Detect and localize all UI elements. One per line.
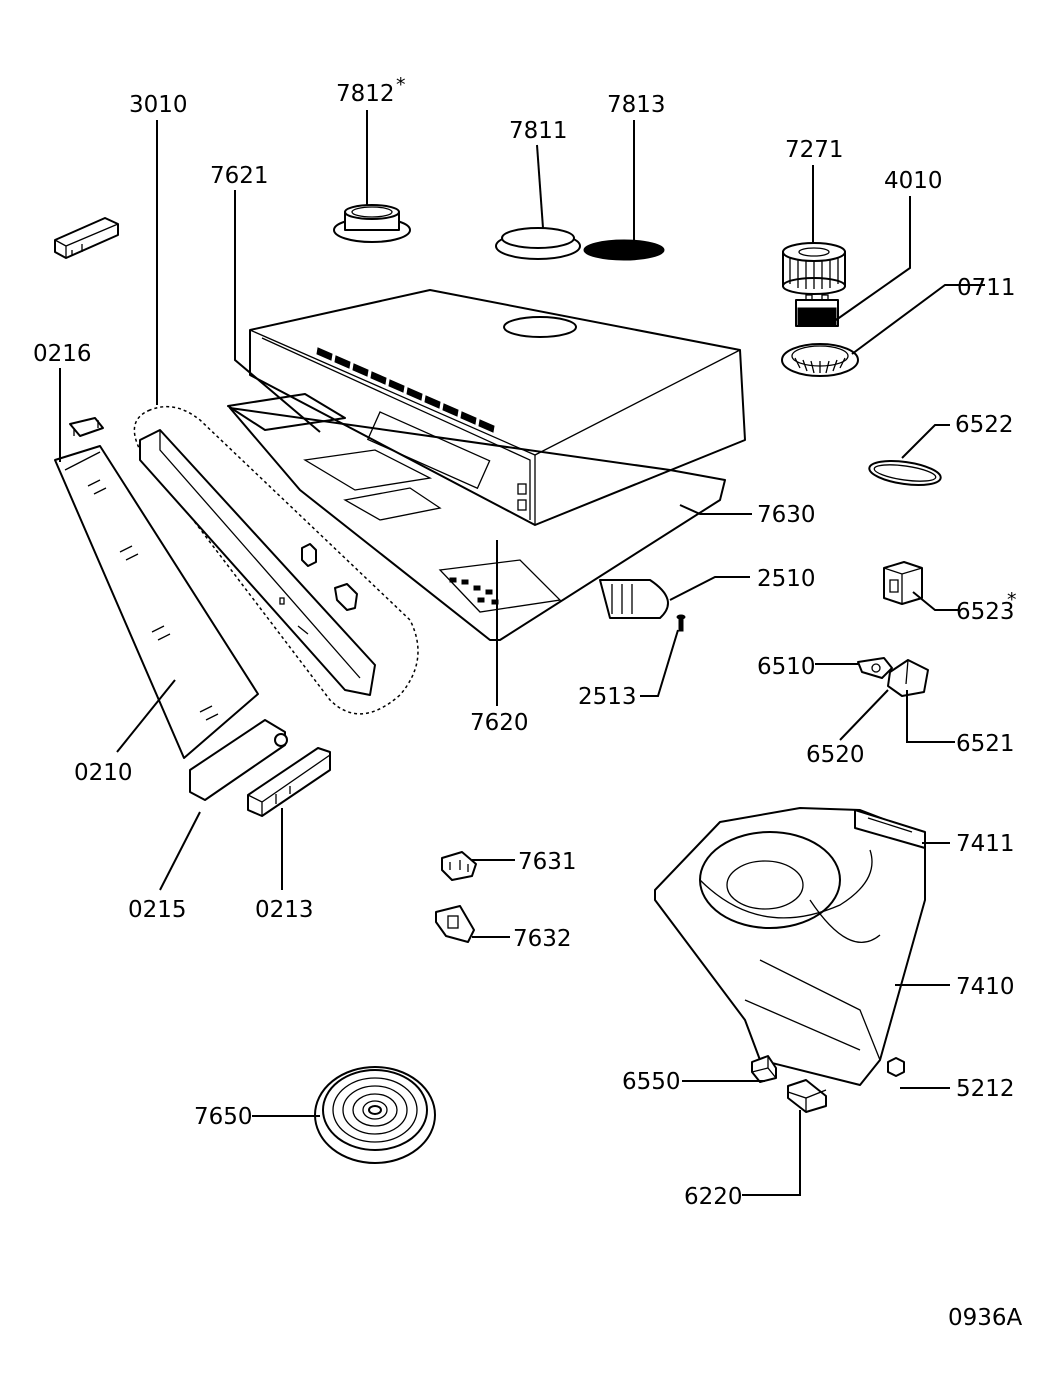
part-6220-switch bbox=[787, 1079, 827, 1113]
label-7813: 7813 bbox=[607, 92, 666, 118]
label-6521: 6521 bbox=[956, 731, 1015, 757]
label-7812-asterisk: * bbox=[396, 74, 406, 96]
label-7630: 7630 bbox=[757, 502, 816, 528]
part-7650-carbon-filter bbox=[314, 1066, 436, 1164]
part-0210-glass-panel bbox=[54, 445, 259, 759]
label-7620: 7620 bbox=[470, 710, 529, 736]
part-3010-filter-bar bbox=[133, 405, 419, 715]
label-0215: 0215 bbox=[128, 897, 187, 923]
label-0210: 0210 bbox=[74, 760, 133, 786]
label-6523-asterisk: * bbox=[1007, 589, 1017, 611]
part-5212-block bbox=[887, 1057, 905, 1077]
vent-slots bbox=[316, 347, 495, 433]
drawing-id: 0936A bbox=[948, 1305, 1023, 1331]
part-labels: 7812 * 3010 7811 7813 7621 7271 4010 071… bbox=[33, 74, 1023, 1331]
part-0711-fan bbox=[781, 343, 859, 377]
part-2510-duct bbox=[599, 579, 669, 619]
leader-lines bbox=[59, 110, 985, 1196]
label-6550: 6550 bbox=[622, 1069, 681, 1095]
label-6522: 6522 bbox=[955, 412, 1014, 438]
label-7411: 7411 bbox=[956, 831, 1015, 857]
label-6510: 6510 bbox=[757, 654, 816, 680]
label-6523: 6523 bbox=[956, 599, 1015, 625]
part-2513-screw bbox=[676, 614, 686, 632]
part-6523-connector bbox=[883, 561, 923, 605]
label-0711: 0711 bbox=[957, 275, 1016, 301]
label-7650: 7650 bbox=[194, 1104, 253, 1130]
part-6522-cable-loop bbox=[868, 460, 942, 486]
label-2513: 2513 bbox=[578, 684, 637, 710]
part-hood-body bbox=[249, 289, 746, 526]
part-7632-clip bbox=[435, 905, 475, 943]
part-0215-strip bbox=[189, 719, 288, 801]
label-5212: 5212 bbox=[956, 1076, 1015, 1102]
label-6220: 6220 bbox=[684, 1184, 743, 1210]
label-7812: 7812 bbox=[336, 81, 395, 107]
label-7631: 7631 bbox=[518, 849, 577, 875]
label-7811: 7811 bbox=[509, 118, 568, 144]
part-7811-cover bbox=[495, 227, 581, 260]
part-6510-6521-lamp bbox=[857, 657, 929, 697]
part-6550-switch bbox=[751, 1055, 777, 1083]
label-0216: 0216 bbox=[33, 341, 92, 367]
label-3010: 3010 bbox=[129, 92, 188, 118]
part-7631-clip bbox=[441, 851, 477, 881]
part-0216-clip bbox=[69, 417, 104, 437]
part-7813-filter-mat bbox=[583, 239, 665, 261]
part-7271-cylinder bbox=[782, 242, 846, 295]
label-4010: 4010 bbox=[884, 168, 943, 194]
label-7410: 7410 bbox=[956, 974, 1015, 1000]
part-bracket-top-left bbox=[54, 217, 119, 259]
label-7271: 7271 bbox=[785, 137, 844, 163]
label-2510: 2510 bbox=[757, 566, 816, 592]
label-7621: 7621 bbox=[210, 163, 269, 189]
label-6520: 6520 bbox=[806, 742, 865, 768]
label-0213: 0213 bbox=[255, 897, 314, 923]
part-7812-collar bbox=[333, 204, 411, 243]
label-7632: 7632 bbox=[513, 926, 572, 952]
part-4010-motor bbox=[795, 294, 839, 327]
part-7630-tray bbox=[229, 407, 726, 641]
part-7410-housing bbox=[654, 807, 926, 1086]
part-0213-bracket bbox=[247, 747, 331, 817]
